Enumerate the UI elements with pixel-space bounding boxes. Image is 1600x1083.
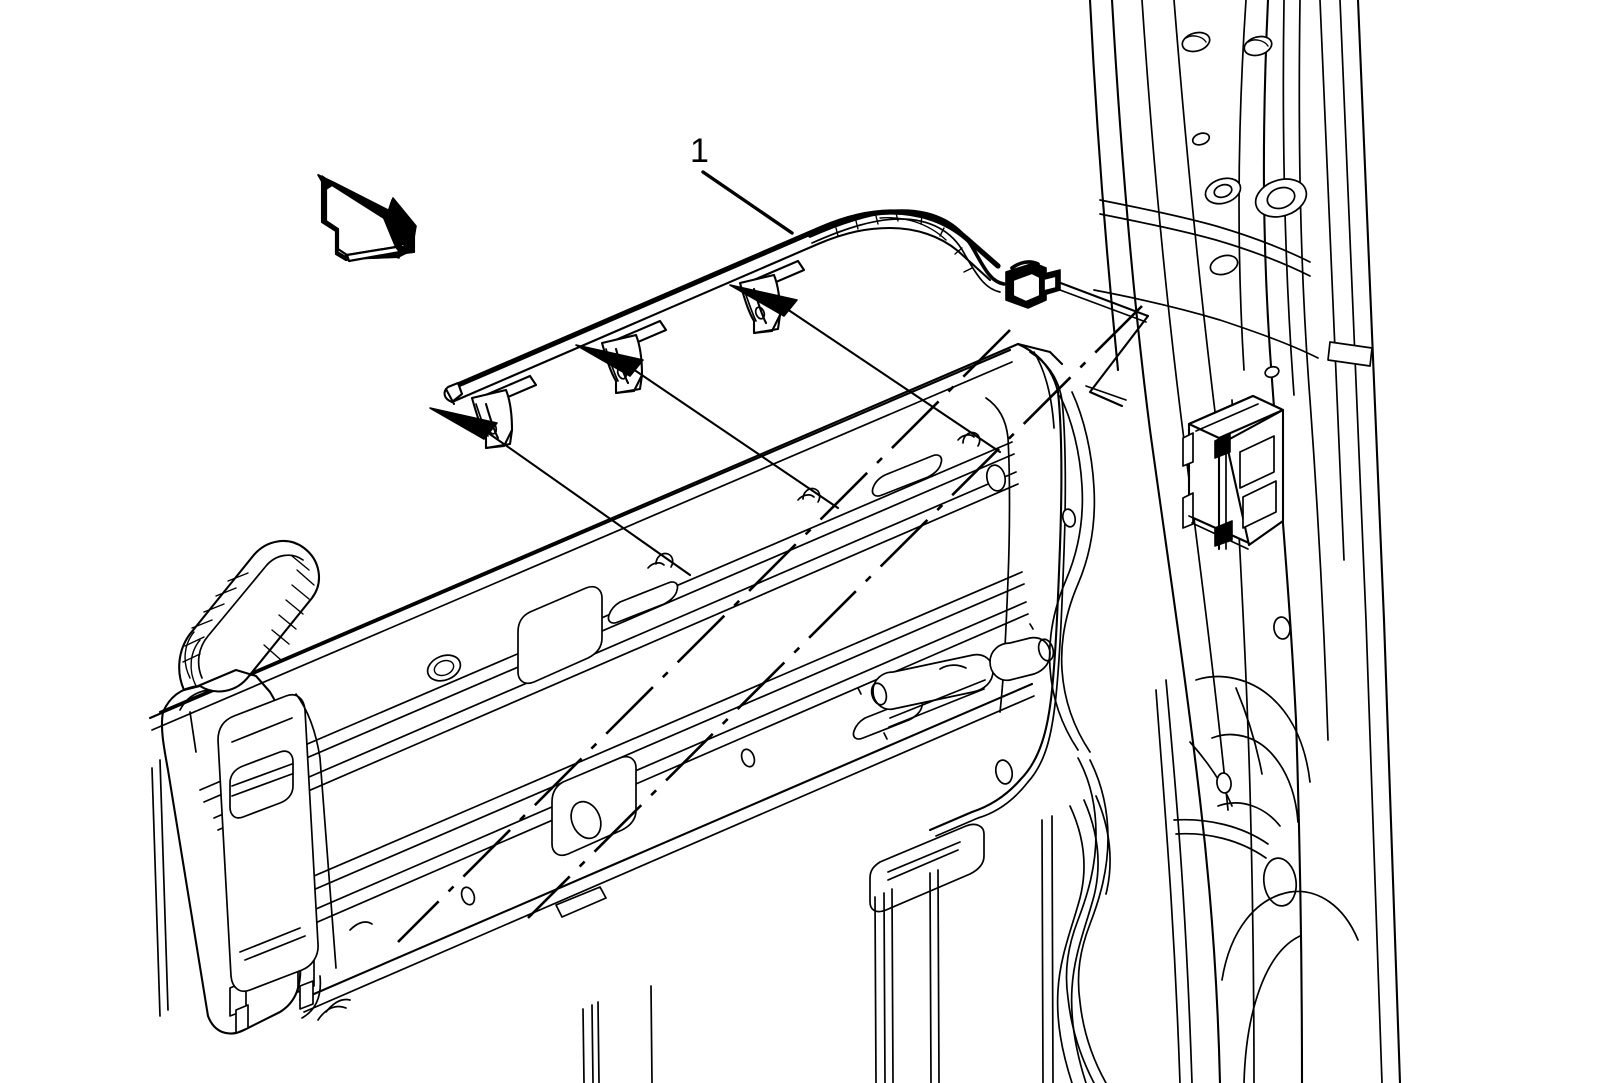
assembly-arrow-center bbox=[575, 344, 840, 510]
body-pillar bbox=[1088, 0, 1402, 1083]
seat-back-side-bolster bbox=[151, 539, 351, 1035]
assembly-arrow-right bbox=[729, 284, 1002, 454]
harness-connector-clip bbox=[1005, 260, 1150, 323]
assembly-arrows bbox=[429, 284, 1002, 577]
assembly-centerlines bbox=[397, 305, 1143, 943]
trim-retainer-strip bbox=[443, 209, 1001, 411]
wire-harness-lead bbox=[808, 209, 1006, 293]
striker-loop bbox=[870, 636, 1055, 728]
detail-marks bbox=[349, 654, 462, 931]
seat-back-lower-skirt bbox=[582, 795, 1111, 1083]
direction-arrow-shape bbox=[318, 173, 417, 263]
seat-back-right-shoulder bbox=[1033, 351, 1109, 1083]
callout-1: 1 bbox=[690, 132, 794, 235]
electrical-connector-module bbox=[1182, 394, 1285, 551]
assembly-arrow-left bbox=[429, 407, 692, 577]
callout-1-leader bbox=[701, 170, 794, 235]
callout-1-label: 1 bbox=[690, 132, 709, 170]
connector-location-pointer bbox=[1085, 314, 1150, 408]
installation-direction-arrow bbox=[317, 173, 417, 263]
